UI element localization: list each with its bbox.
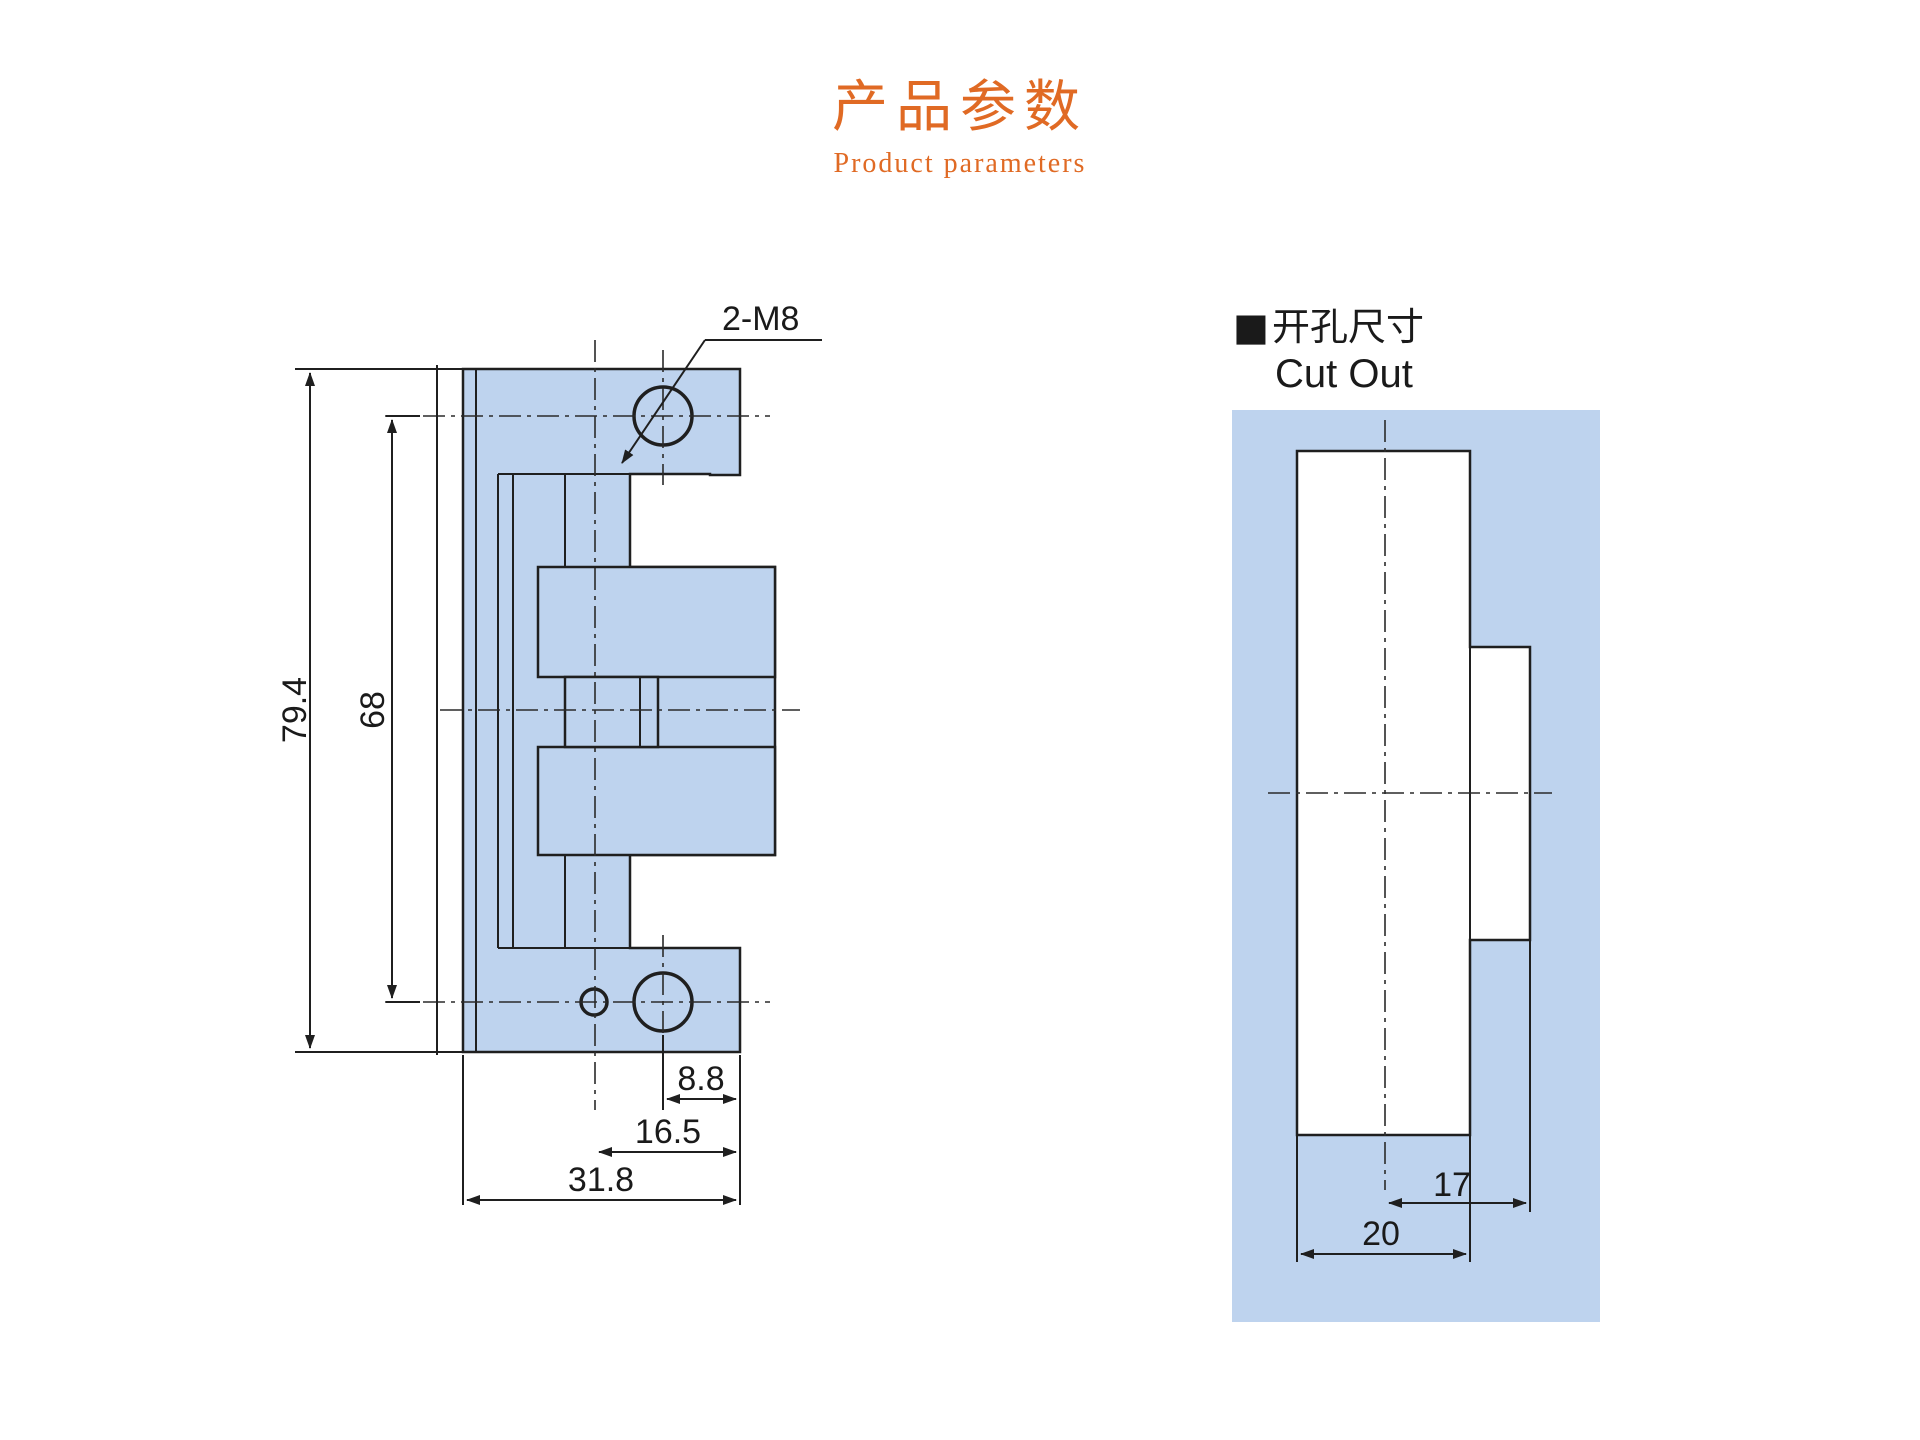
legend-square-icon: ■ bbox=[1233, 305, 1269, 349]
main-width-label: 20 bbox=[1362, 1215, 1400, 1253]
page-title: 产品参数 bbox=[832, 75, 1088, 140]
legend-english-label: Cut Out bbox=[1275, 352, 1413, 396]
knuckle-lower bbox=[536, 745, 777, 857]
overall-height-label: 79.4 bbox=[276, 677, 314, 743]
overall-width-label: 31.8 bbox=[568, 1161, 634, 1199]
page-subtitle: Product parameters bbox=[833, 148, 1087, 179]
pin-block bbox=[563, 675, 660, 749]
hole-callout-label: 2-M8 bbox=[722, 300, 799, 338]
hole-pitch-label: 68 bbox=[354, 691, 392, 729]
axis-offset-label: 16.5 bbox=[635, 1113, 701, 1151]
hinge-view: 79.4 68 2-M8 8.8 16.5 31.8 bbox=[276, 300, 822, 1205]
legend-chinese-label: 开孔尺寸 bbox=[1272, 305, 1424, 349]
step-width-label: 17 bbox=[1433, 1166, 1471, 1204]
callout-leader bbox=[621, 339, 706, 464]
hole-offset-label: 8.8 bbox=[677, 1060, 724, 1098]
knuckle-upper bbox=[536, 565, 777, 679]
cutout-view: ■ 开孔尺寸 Cut Out 17 20 bbox=[1232, 305, 1600, 1322]
